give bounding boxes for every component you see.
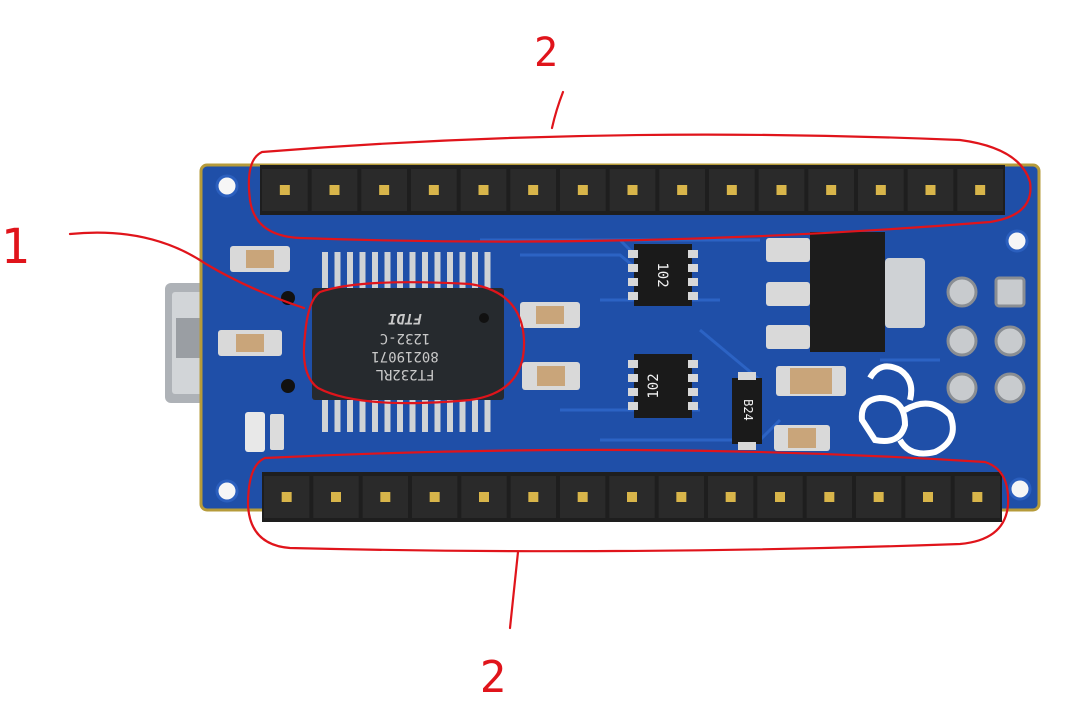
chip-lead bbox=[447, 396, 453, 432]
annotation-label-bottom: 2 bbox=[480, 652, 507, 703]
chip-lead bbox=[434, 396, 441, 432]
chip-line-3: 1232-C bbox=[380, 330, 431, 346]
header-pin bbox=[775, 492, 785, 502]
resistor-array-top: 102 bbox=[628, 244, 698, 306]
header-pin bbox=[331, 492, 341, 502]
smd-cap-6 bbox=[766, 282, 810, 306]
header-pin bbox=[329, 185, 340, 195]
diode-marking: B24 bbox=[741, 399, 755, 421]
header-pin bbox=[627, 492, 637, 502]
resistor-array-top-label: 102 bbox=[654, 262, 670, 287]
smd-led bbox=[245, 412, 284, 452]
chip-lead bbox=[359, 396, 366, 432]
bottom-pin-header bbox=[262, 472, 1002, 522]
chip-lead bbox=[484, 396, 491, 432]
annotation-labels: 2 1 2 bbox=[1, 30, 559, 703]
annotations bbox=[68, 90, 1032, 630]
header-pin bbox=[627, 185, 638, 195]
board-logo bbox=[858, 363, 956, 457]
chip-lead bbox=[397, 396, 403, 432]
header-pin bbox=[824, 492, 835, 502]
header-pin bbox=[380, 492, 391, 502]
header-pin bbox=[875, 185, 886, 195]
header-pin bbox=[379, 185, 390, 195]
chip-lead bbox=[484, 252, 491, 292]
header-pin bbox=[677, 185, 688, 195]
chip-lead bbox=[459, 396, 466, 432]
smd-cap-9 bbox=[774, 425, 830, 451]
chip-lead bbox=[459, 252, 466, 292]
header-pin bbox=[528, 492, 539, 502]
header-pin bbox=[776, 185, 787, 195]
chip-lead bbox=[384, 396, 391, 432]
header-pin bbox=[676, 492, 687, 502]
header-pin bbox=[726, 185, 737, 195]
ftdi-chip: FT232RL 80219071 1232-C FTDI bbox=[312, 252, 504, 432]
header-pin bbox=[577, 492, 588, 502]
chip-lead bbox=[422, 396, 428, 432]
smd-cap-1 bbox=[230, 246, 290, 272]
header-pin bbox=[577, 185, 588, 195]
annotation-label-chip: 1 bbox=[1, 219, 30, 275]
smd-cap-2 bbox=[218, 330, 282, 356]
chip-lead bbox=[447, 252, 453, 292]
chip-lead bbox=[422, 252, 428, 292]
header-pin bbox=[478, 185, 489, 195]
annotation-label-top: 2 bbox=[534, 30, 558, 76]
header-pin bbox=[923, 492, 933, 502]
chip-lead bbox=[409, 252, 416, 292]
chip-lead bbox=[334, 252, 341, 292]
chip-lead bbox=[322, 396, 328, 432]
chip-lead bbox=[322, 252, 328, 292]
header-pin bbox=[975, 185, 986, 195]
smd-cap-7 bbox=[766, 325, 810, 349]
icsp-pads bbox=[946, 276, 1026, 404]
header-pin bbox=[281, 492, 292, 502]
header-pin bbox=[279, 185, 290, 195]
resistor-array-bottom-label: 102 bbox=[646, 373, 662, 398]
chip-lead bbox=[472, 252, 478, 292]
smd-cap-4 bbox=[522, 362, 580, 390]
chip-lead bbox=[434, 252, 441, 292]
chip-lead bbox=[347, 252, 353, 292]
header-pin bbox=[826, 185, 837, 195]
diode: B24 bbox=[732, 372, 762, 450]
voltage-regulator bbox=[810, 232, 925, 352]
chip-lead bbox=[347, 396, 353, 432]
smd-cap-5 bbox=[766, 238, 810, 262]
smd-cap-3 bbox=[520, 302, 580, 328]
chip-line-2: 80219071 bbox=[371, 348, 438, 364]
header-pin bbox=[972, 492, 983, 502]
header-pin bbox=[479, 492, 489, 502]
chip-lead bbox=[397, 252, 403, 292]
chip-line-1: FT232RL bbox=[375, 366, 434, 382]
chip-lead bbox=[372, 396, 378, 432]
chip-lead bbox=[372, 252, 378, 292]
chip-lead bbox=[472, 396, 478, 432]
smd-components bbox=[218, 238, 846, 452]
header-pin bbox=[528, 185, 539, 195]
resistor-array-bottom: 102 bbox=[628, 354, 698, 418]
header-pin bbox=[873, 492, 884, 502]
header-pin bbox=[725, 492, 736, 502]
chip-logo: FTDI bbox=[388, 310, 422, 326]
header-pin bbox=[428, 185, 439, 195]
chip-lead bbox=[409, 396, 416, 432]
chip-lead bbox=[334, 396, 341, 432]
smd-cap-8 bbox=[776, 366, 846, 396]
header-pin bbox=[429, 492, 440, 502]
header-pin bbox=[925, 185, 936, 195]
chip-lead bbox=[384, 252, 391, 292]
top-pin-header bbox=[260, 165, 1005, 215]
chip-lead bbox=[359, 252, 366, 292]
